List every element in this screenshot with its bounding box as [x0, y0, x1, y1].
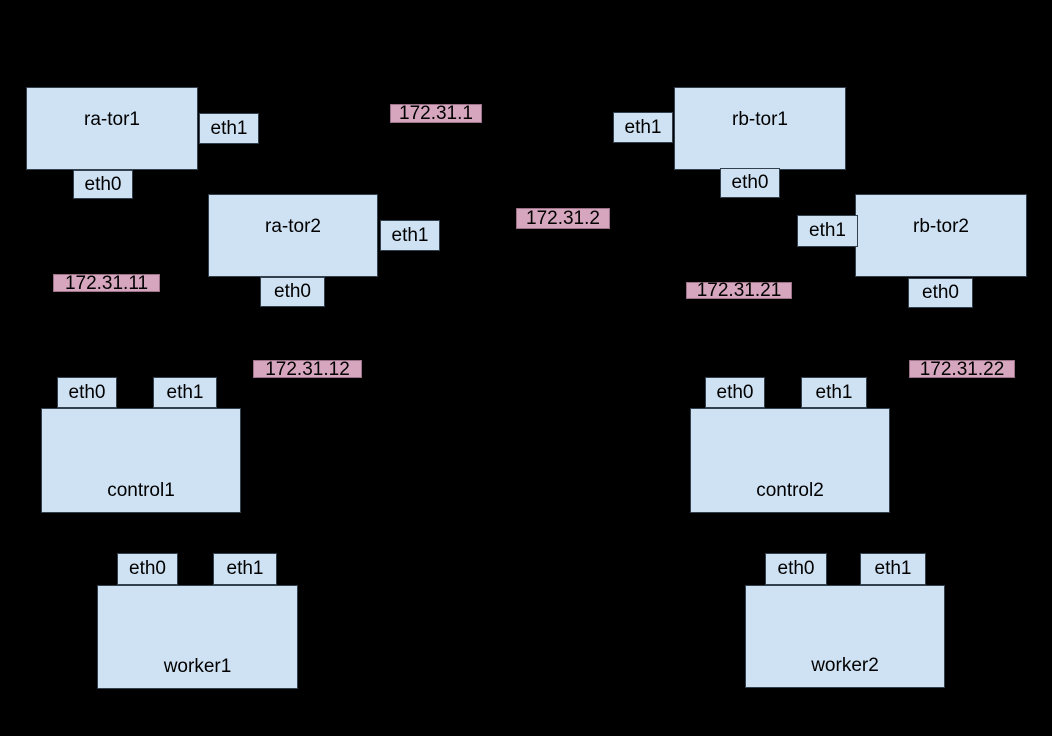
node-rb-tor2: rb-tor2: [855, 194, 1027, 277]
ip-label-172-31-21: 172.31.21: [686, 281, 792, 300]
port-ra-tor1-eth1: eth1: [199, 113, 259, 144]
ip-label-172-31-2: 172.31.2: [516, 208, 610, 229]
node-worker1: worker1: [97, 585, 298, 689]
node-worker2: worker2: [745, 585, 945, 688]
port-rb-tor1-eth1: eth1: [613, 112, 673, 143]
node-label: ra-tor2: [265, 215, 321, 237]
port-rb-tor1-eth0: eth0: [720, 168, 780, 198]
port-control2-eth0: eth0: [705, 377, 765, 408]
port-worker1-eth1: eth1: [213, 553, 277, 585]
port-ra-tor2-eth0: eth0: [260, 277, 325, 307]
ip-label-172-31-1: 172.31.1: [390, 104, 482, 123]
node-control1: control1: [41, 408, 241, 513]
port-control1-eth0: eth0: [57, 377, 117, 408]
port-ra-tor1-eth0: eth0: [73, 170, 133, 199]
port-worker2-eth1: eth1: [860, 553, 926, 585]
node-label: worker1: [163, 656, 232, 677]
node-label: control1: [107, 480, 175, 501]
ip-label-172-31-12: 172.31.12: [253, 360, 362, 379]
port-worker1-eth0: eth0: [117, 553, 178, 585]
node-label: rb-tor1: [732, 108, 788, 130]
node-ra-tor2: ra-tor2: [208, 194, 378, 277]
port-rb-tor2-eth1: eth1: [797, 215, 858, 247]
node-label: ra-tor1: [84, 108, 140, 130]
port-control1-eth1: eth1: [153, 377, 217, 408]
port-worker2-eth0: eth0: [765, 553, 827, 585]
node-label: worker2: [811, 655, 879, 676]
node-label: control2: [756, 480, 824, 501]
node-label: rb-tor2: [913, 215, 969, 237]
port-ra-tor2-eth1: eth1: [380, 220, 440, 251]
ip-label-172-31-11: 172.31.11: [53, 274, 160, 293]
ip-label-172-31-22: 172.31.22: [909, 360, 1015, 379]
port-rb-tor2-eth0: eth0: [908, 278, 973, 308]
node-control2: control2: [690, 408, 890, 513]
port-control2-eth1: eth1: [801, 377, 867, 408]
node-ra-tor1: ra-tor1: [26, 87, 198, 170]
node-rb-tor1: rb-tor1: [674, 87, 846, 170]
